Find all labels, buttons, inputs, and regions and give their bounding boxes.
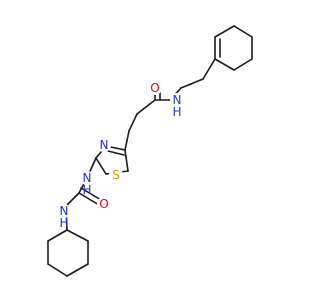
atom-label: N: [100, 138, 109, 152]
bond: [47, 263, 68, 277]
bond: [136, 99, 156, 115]
bond: [124, 130, 130, 151]
bond: [128, 113, 138, 132]
bond: [180, 78, 204, 89]
bond: [124, 149, 129, 172]
bond: [95, 157, 107, 175]
urea-oxygen-atom: O: [97, 197, 111, 211]
thiazole-nitrogen-atom: N: [97, 138, 111, 152]
bond: [214, 58, 235, 71]
bond: [233, 58, 253, 71]
bond: [66, 229, 89, 242]
atom-label: O: [99, 197, 108, 211]
bond: [66, 263, 89, 277]
bond: [233, 25, 253, 38]
bond: [47, 229, 68, 242]
bond: [80, 187, 102, 201]
bond: [78, 192, 100, 206]
bond: [202, 58, 216, 80]
thiazole-sulfur-atom: S: [109, 168, 123, 182]
bond-layer: [47, 25, 253, 277]
amide-oxygen-atom: O: [148, 81, 162, 95]
bond: [65, 192, 80, 207]
bond: [214, 25, 235, 38]
atom-label: O: [150, 81, 159, 95]
bond: [107, 150, 125, 156]
atom-label: S: [112, 168, 120, 182]
